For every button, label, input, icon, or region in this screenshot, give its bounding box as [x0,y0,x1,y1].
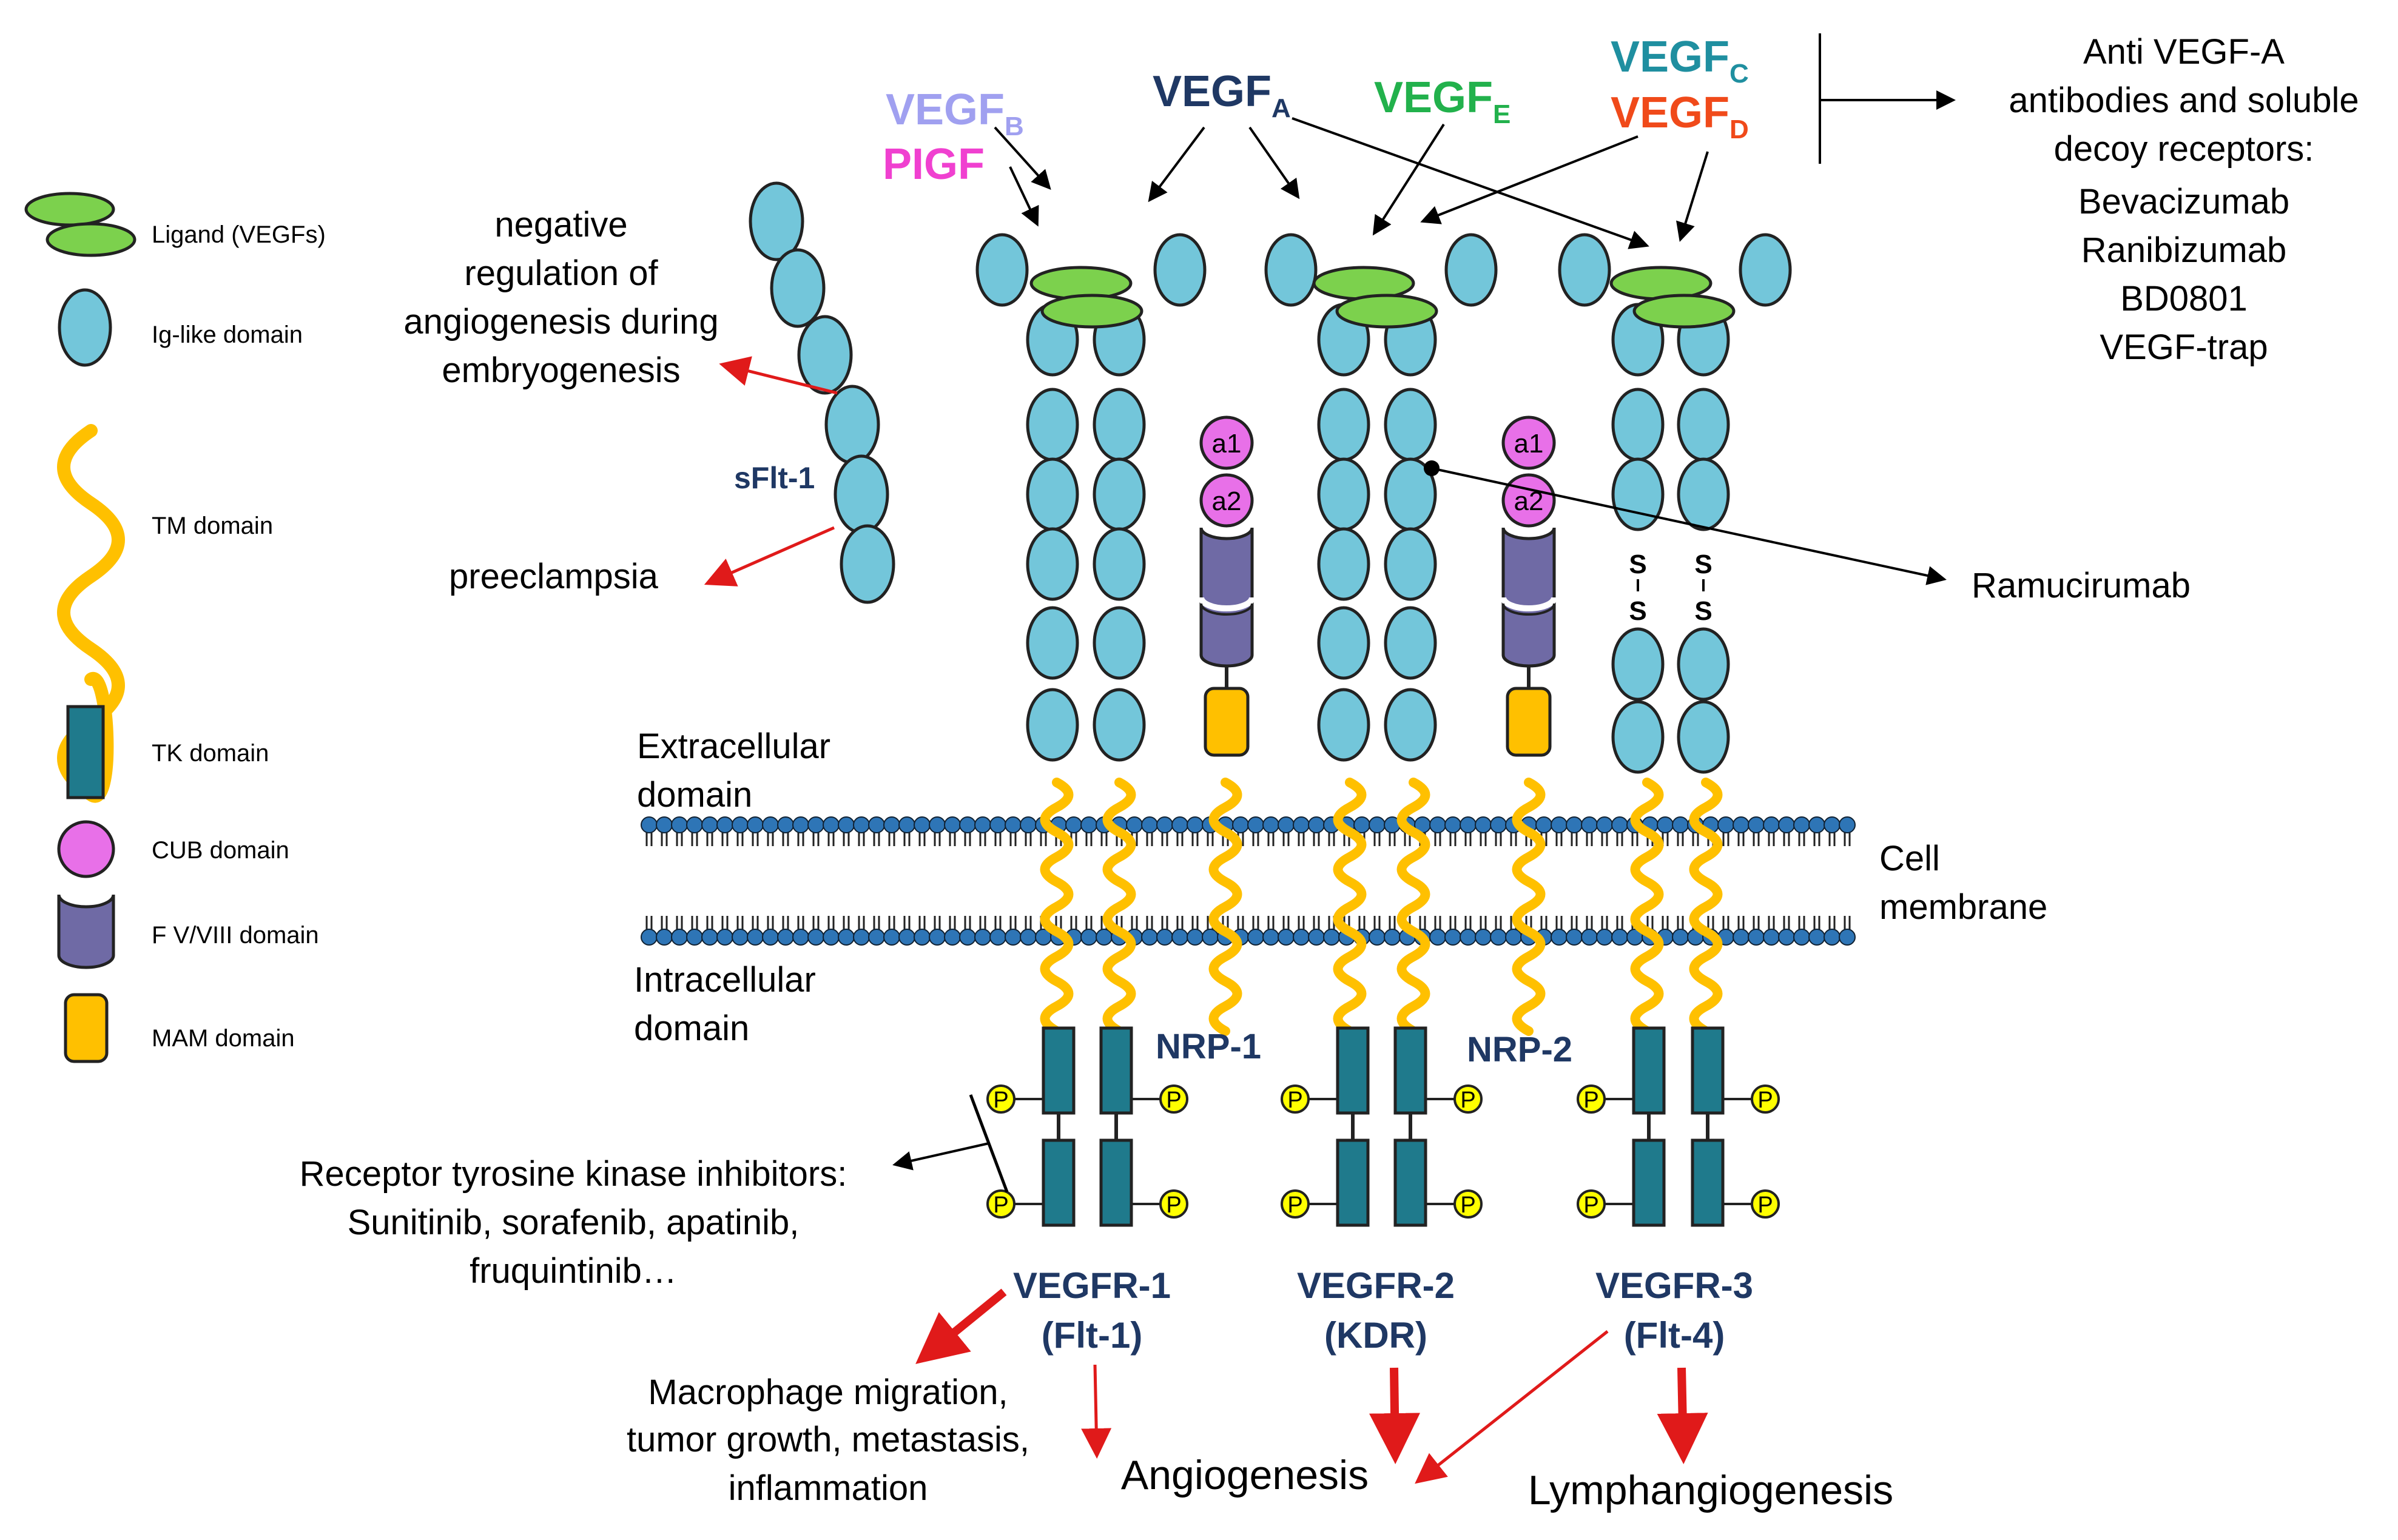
svg-text:P: P [1757,1088,1773,1113]
vegfr1-name: VEGFR-1 [1013,1265,1171,1306]
svg-text:Ranibizumab: Ranibizumab [2081,230,2287,270]
svg-text:P: P [993,1192,1008,1218]
svg-text:P: P [1460,1192,1475,1218]
svg-text:embryogenesis: embryogenesis [442,351,680,390]
legend-fv-icon [57,894,115,969]
svg-text:P: P [1287,1088,1302,1113]
preeclampsia-label: preeclampsia [449,557,659,596]
lymphangiogenesis-label: Lymphangiogenesis [1528,1467,1893,1513]
svg-text:P: P [1287,1192,1302,1218]
svg-text:fruquintinib…: fruquintinib… [470,1251,677,1291]
svg-text:P: P [1583,1192,1598,1218]
bound-ligand-vegfr1 [1029,266,1143,329]
svg-text:inflammation: inflammation [729,1468,928,1508]
svg-text:Macrophage migration,: Macrophage migration, [648,1373,1008,1412]
vegfr3-alias: (Flt-4) [1624,1315,1725,1356]
legend-tk-label: TK domain [152,740,269,767]
sflt1-chain [749,181,895,604]
vegfr1-alias: (Flt-1) [1042,1315,1143,1356]
cell-membrane [641,816,1856,946]
legend-ligand-icon [24,192,136,257]
legend-mam-icon [64,993,109,1063]
svg-text:P: P [1583,1088,1598,1113]
vegfr3-name: VEGFR-3 [1595,1265,1753,1306]
svg-text:Cell: Cell [1879,839,1940,878]
svg-text:a1: a1 [1514,429,1544,459]
svg-text:BD0801: BD0801 [2120,279,2248,318]
legend-ig-icon [58,288,112,367]
pigf-label: PIGF [883,140,985,189]
bound-ligand-vegfr3 [1609,266,1736,329]
svg-text:a1: a1 [1212,429,1242,459]
sflt1-label: sFlt-1 [734,461,815,495]
legend-ig-label: Ig-like domain [152,321,303,348]
legend-tk-icon [66,705,105,799]
svg-text:S: S [1694,550,1712,579]
legend: Ligand (VEGFs) Ig-like domain TM domain … [24,192,326,1063]
ligand-arrows [994,117,1709,249]
svg-text:tumor growth, metastasis,: tumor growth, metastasis, [627,1420,1029,1459]
svg-text:P: P [1460,1088,1475,1113]
ligand-names: VEGFB PIGF VEGFA VEGFE VEGFC VEGFD [883,33,1749,189]
svg-text:antibodies and soluble: antibodies and soluble [2009,81,2359,120]
svg-text:domain: domain [634,1009,749,1048]
vegf-d-label: VEGFD [1611,89,1749,144]
svg-text:decoy receptors:: decoy receptors: [2054,129,2314,169]
ramucirumab-label: Ramucirumab [1972,566,2191,605]
svg-text:negative: negative [494,205,627,244]
legend-fv-label: F V/VIII domain [152,922,319,949]
svg-text:membrane: membrane [1879,887,2047,927]
svg-text:S: S [1629,550,1646,579]
anti-vegf-text: Anti VEGF-A antibodies and soluble decoy… [2009,32,2359,367]
vegf-c-label: VEGFC [1611,33,1749,89]
vegf-e-label: VEGFE [1374,73,1511,129]
bound-ligand-vegfr2 [1312,266,1438,329]
legend-cub-icon [57,820,115,878]
arrow-sflt-negative-regulation [719,356,838,395]
angiogenesis-label: Angiogenesis [1121,1452,1369,1498]
vegfr2-alias: (KDR) [1324,1315,1427,1356]
receptor-names: VEGFR-1 (Flt-1) VEGFR-2 (KDR) VEGFR-3 (F… [1013,1265,1753,1356]
arrow-sflt-preeclampsia [704,526,835,587]
svg-text:P: P [1757,1192,1773,1218]
legend-tm-label: TM domain [152,513,273,539]
vegf-b-label: VEGFB [886,86,1024,141]
legend-mam-label: MAM domain [152,1025,295,1052]
svg-text:P: P [993,1088,1008,1113]
svg-text:domain: domain [637,775,752,815]
disulfide-bonds: S S S S [1629,550,1712,626]
svg-text:VEGF-trap: VEGF-trap [2100,328,2268,367]
transmembrane-segments [1040,778,1723,1036]
svg-text:Bevacizumab: Bevacizumab [2078,182,2289,221]
membrane-labels: Extracellular domain Intracellular domai… [634,727,2047,1048]
rtk-inhibitor-arrow [892,1142,989,1171]
rtk-inhibitors-text: Receptor tyrosine kinase inhibitors: Sun… [300,1154,847,1291]
legend-cub-label: CUB domain [152,837,289,864]
svg-text:angiogenesis during: angiogenesis during [403,302,718,341]
macrophage-outcome-text: Macrophage migration, tumor growth, meta… [627,1373,1029,1508]
outcome-arrows [915,1288,1708,1484]
svg-text:Extracellular: Extracellular [637,727,830,766]
svg-text:S: S [1694,596,1712,626]
svg-text:P: P [1166,1088,1181,1113]
nrp2-label: NRP-2 [1467,1030,1572,1069]
svg-text:regulation of: regulation of [464,254,658,293]
svg-text:a2: a2 [1212,486,1242,516]
vegf-a-label: VEGFA [1153,67,1291,123]
svg-text:S: S [1629,596,1646,626]
vegfr2-name: VEGFR-2 [1297,1265,1455,1306]
kinase-domains: P P P P P P P P P P P P [986,1026,1780,1227]
negative-regulation-text: negative regulation of angiogenesis duri… [403,205,718,390]
svg-text:Intracellular: Intracellular [634,960,816,1000]
legend-ligand-label: Ligand (VEGFs) [152,221,326,248]
ig-domains [975,233,1792,774]
ramucirumab-arrow [1431,467,1947,585]
nrp1-label: NRP-1 [1156,1027,1261,1066]
svg-text:Sunitinib, sorafenib, apatinib: Sunitinib, sorafenib, apatinib, [348,1203,800,1242]
svg-text:Receptor tyrosine kinase inhib: Receptor tyrosine kinase inhibitors: [300,1154,847,1194]
svg-text:P: P [1166,1192,1181,1218]
svg-text:Anti VEGF-A: Anti VEGF-A [2083,32,2285,72]
